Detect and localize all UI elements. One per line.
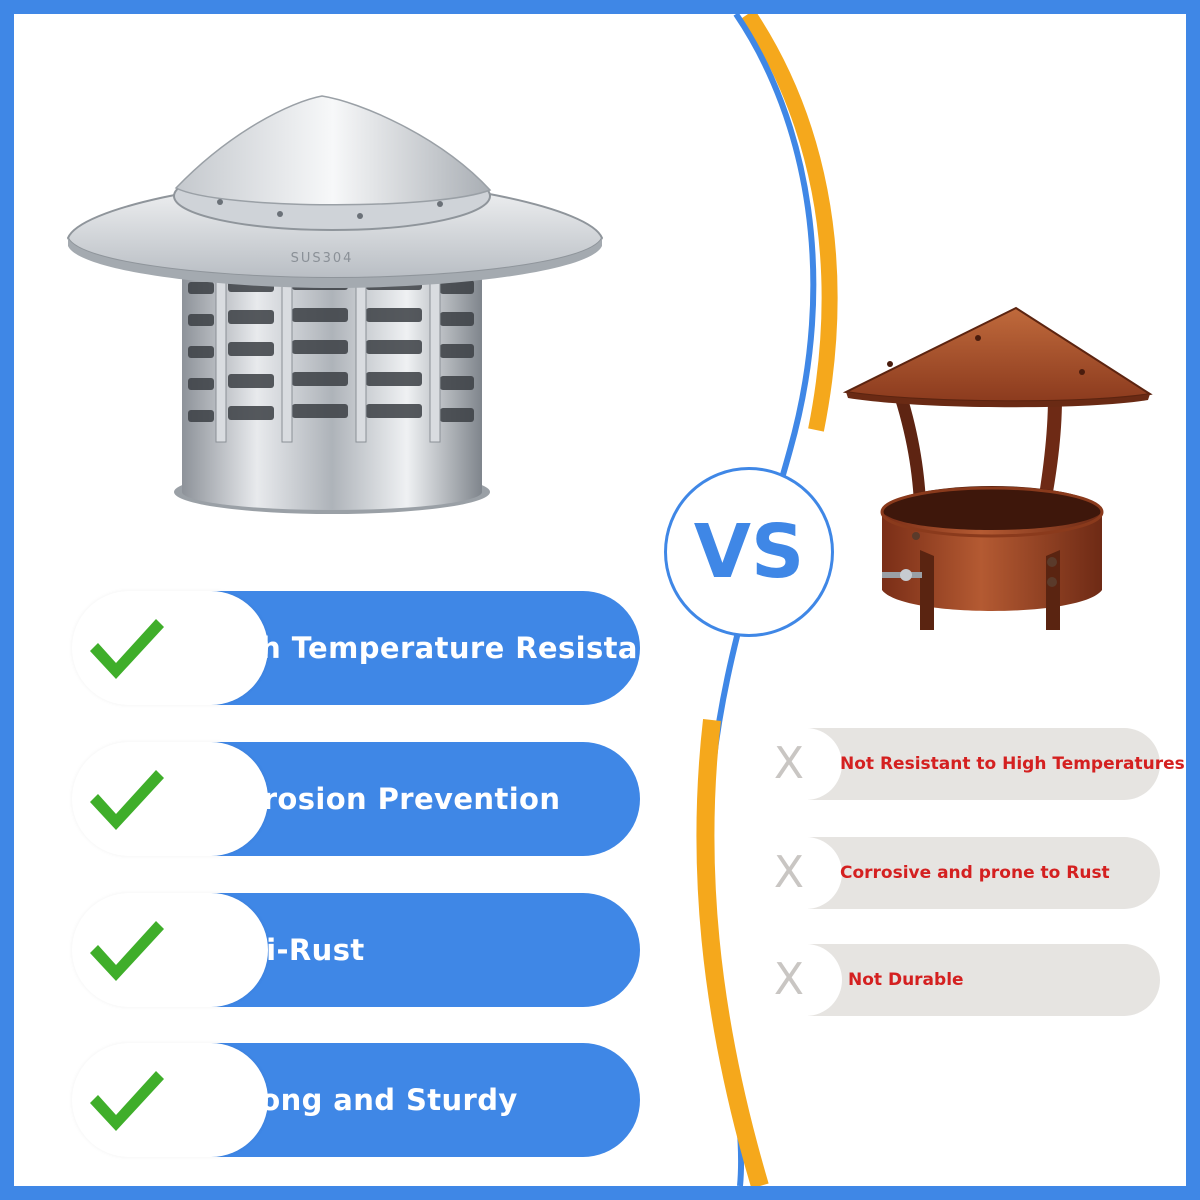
con-icon-well xyxy=(758,728,842,800)
con-item-not-heat-resistant: X Not Resistant to High Temperatures xyxy=(758,728,1185,800)
pro-item-corrosion-prevention: Corrosion Prevention xyxy=(72,742,640,856)
check-icon xyxy=(90,1071,164,1131)
x-icon: X xyxy=(773,954,805,1005)
pro-item-strong-and-sturdy: Strong and Sturdy xyxy=(72,1043,640,1157)
pro-label: High Temperature Resistance xyxy=(204,631,697,665)
pro-icon-well xyxy=(72,1043,268,1157)
pro-item-high-temperature: High Temperature Resistance xyxy=(72,591,696,705)
sus304-stamp: SUS304 xyxy=(291,251,354,266)
pro-icon-well xyxy=(72,591,268,705)
x-icon: X xyxy=(773,738,805,789)
vs-badge: VS xyxy=(664,467,834,637)
pro-label: Corrosion Prevention xyxy=(206,782,561,816)
pro-label: Anti-Rust xyxy=(208,933,365,967)
con-pill-bar xyxy=(808,728,1160,800)
pro-label: Strong and Sturdy xyxy=(210,1083,518,1117)
con-label: Not Resistant to High Temperatures xyxy=(840,754,1185,774)
con-pill-bar xyxy=(808,837,1160,909)
pro-icon-well xyxy=(72,742,268,856)
check-icon xyxy=(90,921,164,981)
con-item-not-durable: X Not Durable xyxy=(758,944,1160,1016)
con-icon-well xyxy=(758,837,842,909)
con-label: Corrosive and prone to Rust xyxy=(840,863,1110,883)
con-icon-well xyxy=(758,944,842,1016)
con-pill-bar xyxy=(808,944,1160,1016)
con-label: Not Durable xyxy=(848,970,964,990)
stainless-chimney-cap-image: SUS304 xyxy=(66,95,604,514)
check-icon xyxy=(90,770,164,830)
pro-item-anti-rust: Anti-Rust xyxy=(72,893,640,1007)
con-item-corrosive: X Corrosive and prone to Rust xyxy=(758,837,1160,909)
check-icon xyxy=(90,619,164,679)
rusty-chimney-cap-image xyxy=(842,306,1153,630)
divider-orange-bottom xyxy=(696,718,769,1189)
divider-orange-top xyxy=(741,9,838,432)
x-icon: X xyxy=(773,847,805,898)
pro-icon-well xyxy=(72,893,268,1007)
